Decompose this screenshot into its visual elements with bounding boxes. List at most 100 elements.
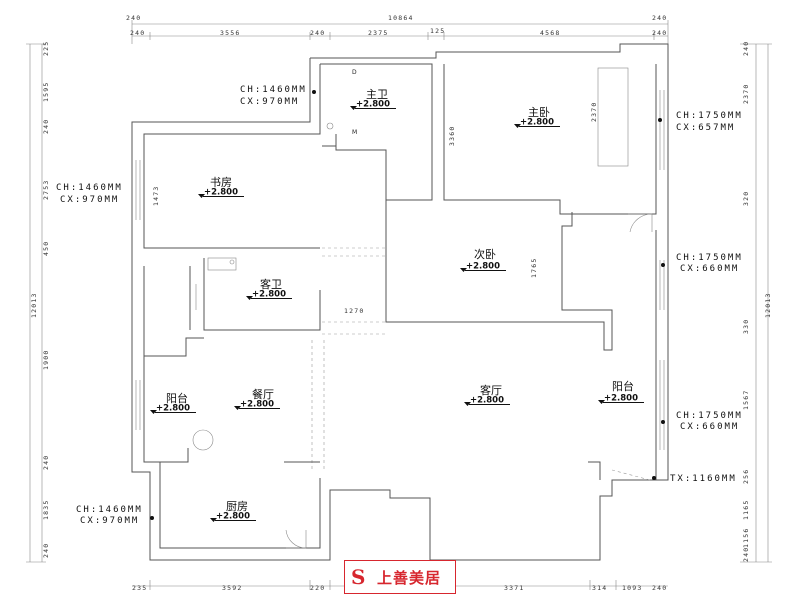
dim-right-total: 12013 <box>764 292 772 318</box>
dim-inner-1473: 1473 <box>152 186 160 206</box>
room-labels: 主卫 主卧 书房 次卧 客卫 餐厅 阳台 客厅 阳台 厨房 <box>166 88 634 513</box>
top-dimension-lines: 240 10864 240 240 3556 240 2375 125 4568… <box>126 14 669 44</box>
marker-dot <box>652 476 656 480</box>
dim-bot-seg-2: 220 <box>310 584 325 592</box>
dim-right-seg-3: 330 <box>742 319 750 334</box>
fixture-label-m: M <box>352 129 357 136</box>
elev-balcony-left: +2.800 <box>156 404 190 414</box>
elev-living: +2.800 <box>470 396 504 406</box>
note-ch1750-c: CH:1750MM <box>676 411 743 421</box>
bottom-dimension-lines: 235 3592 220 3371 314 1093 240 <box>132 580 668 592</box>
room-master-bed: 主卧 <box>528 106 550 119</box>
fixture-label-d: D <box>352 69 357 76</box>
dim-left-seg-1: 1595 <box>42 82 50 102</box>
elev-guest-bath-triangle <box>246 296 253 300</box>
room-kitchen: 厨房 <box>226 500 248 513</box>
dim-top-240-right: 240 <box>652 14 667 22</box>
room-study: 书房 <box>210 176 232 189</box>
note-cx660-c: CX:660MM <box>680 422 739 432</box>
note-ch1750-b: CH:1750MM <box>676 253 743 263</box>
dim-right-seg-5: 256 <box>742 469 750 484</box>
elev-study-triangle <box>198 194 205 198</box>
elev-study: +2.800 <box>204 188 238 198</box>
dim-bot-seg-3: 3371 <box>504 584 524 592</box>
marker-dot <box>312 90 316 94</box>
note-ch1460-bot: CH:1460MM <box>76 505 143 515</box>
room-master-bath: 主卫 <box>366 88 388 101</box>
room-second-bed: 次卧 <box>474 247 496 261</box>
walls <box>131 43 669 561</box>
elev-master-bath-triangle <box>350 106 357 110</box>
dim-right-seg-2: 320 <box>742 191 750 206</box>
note-tx1160: TX:1160MM <box>670 474 737 484</box>
elev-master-bath: +2.800 <box>356 100 390 110</box>
dim-top-seg-6: 240 <box>652 29 667 37</box>
elev-balcony-right-triangle <box>598 400 605 404</box>
room-balcony-right: 阳台 <box>612 379 634 393</box>
dim-top-seg-0: 240 <box>130 29 145 37</box>
logo-mark: S <box>351 565 366 589</box>
dim-inner-1270: 1270 <box>344 307 364 315</box>
left-dimension-lines: 225 1595 240 2753 450 1900 240 1835 240 … <box>26 41 50 563</box>
dim-left-seg-7: 1835 <box>42 500 50 520</box>
dim-right-seg-8: 240 <box>742 547 750 562</box>
dim-left-seg-4: 450 <box>42 241 50 256</box>
dim-right-seg-1: 2370 <box>742 84 750 104</box>
elev-balcony-left-triangle <box>150 410 157 414</box>
note-ch1750-a: CH:1750MM <box>676 111 743 121</box>
elev-master-bed: +2.800 <box>520 118 554 128</box>
dim-left-seg-8: 240 <box>42 543 50 558</box>
brand-logo: S 上善美居 <box>344 560 456 594</box>
window-notes: CH:1460MM CX:970MM CH:1460MM CX:970MM CH… <box>56 85 743 526</box>
marker-dot <box>658 118 662 122</box>
elev-master-bed-triangle <box>514 124 521 128</box>
marker-dot <box>661 420 665 424</box>
dim-inner-1765: 1765 <box>530 258 538 278</box>
elev-kitchen-triangle <box>210 518 217 522</box>
dim-bot-seg-4: 314 <box>592 584 607 592</box>
elev-kitchen: +2.800 <box>216 512 250 522</box>
dim-bot-seg-6: 240 <box>652 584 667 592</box>
dim-top-total: 10864 <box>388 14 414 22</box>
marker-dot <box>150 516 154 520</box>
dim-bot-seg-1: 3592 <box>222 584 242 592</box>
elev-second-bed: +2.800 <box>466 262 500 272</box>
note-cx657: CX:657MM <box>676 123 735 133</box>
dim-right-seg-7: 1156 <box>742 528 750 548</box>
dim-top-240-left: 240 <box>126 14 141 22</box>
elev-second-bed-triangle <box>460 268 467 272</box>
elev-living-triangle <box>464 402 471 406</box>
note-cx970-left: CX:970MM <box>60 195 119 205</box>
note-cx970-bot: CX:970MM <box>80 516 139 526</box>
elev-dining-triangle <box>234 406 241 410</box>
dim-top-seg-4: 125 <box>430 27 445 35</box>
room-balcony-left: 阳台 <box>166 391 188 405</box>
elevation-markers: +2.800 +2.800 +2.800 +2.800 +2.800 +2.800 +2.8… <box>150 100 644 522</box>
dim-left-seg-0: 225 <box>42 41 50 56</box>
dim-left-seg-6: 240 <box>42 455 50 470</box>
dim-right-seg-6: 1165 <box>742 500 750 520</box>
dim-top-seg-3: 2375 <box>368 29 388 37</box>
note-ch1460-left: CH:1460MM <box>56 183 123 193</box>
logo-name: 上善美居 <box>377 568 442 587</box>
room-dining: 餐厅 <box>252 387 274 401</box>
dim-left-seg-2: 240 <box>42 119 50 134</box>
dim-bot-seg-0: 235 <box>132 584 147 592</box>
room-living: 客厅 <box>480 383 502 397</box>
dim-right-seg-4: 1567 <box>742 390 750 410</box>
room-guest-bath: 客卫 <box>260 277 282 291</box>
dim-top-seg-1: 3556 <box>220 29 240 37</box>
dim-left-seg-3: 2753 <box>42 180 50 200</box>
dim-top-seg-2: 240 <box>310 29 325 37</box>
note-cx970-top: CX:970MM <box>240 97 299 107</box>
elev-balcony-right: +2.800 <box>604 394 638 404</box>
marker-dot <box>661 263 665 267</box>
note-ch1460-top: CH:1460MM <box>240 85 307 95</box>
dim-top-seg-5: 4568 <box>540 29 560 37</box>
dim-bot-seg-5: 1093 <box>622 584 642 592</box>
dim-inner-2370: 2370 <box>590 102 598 122</box>
dim-inner-3360: 3360 <box>448 126 456 146</box>
elev-dining: +2.800 <box>240 400 274 410</box>
elev-guest-bath: +2.800 <box>252 290 286 300</box>
